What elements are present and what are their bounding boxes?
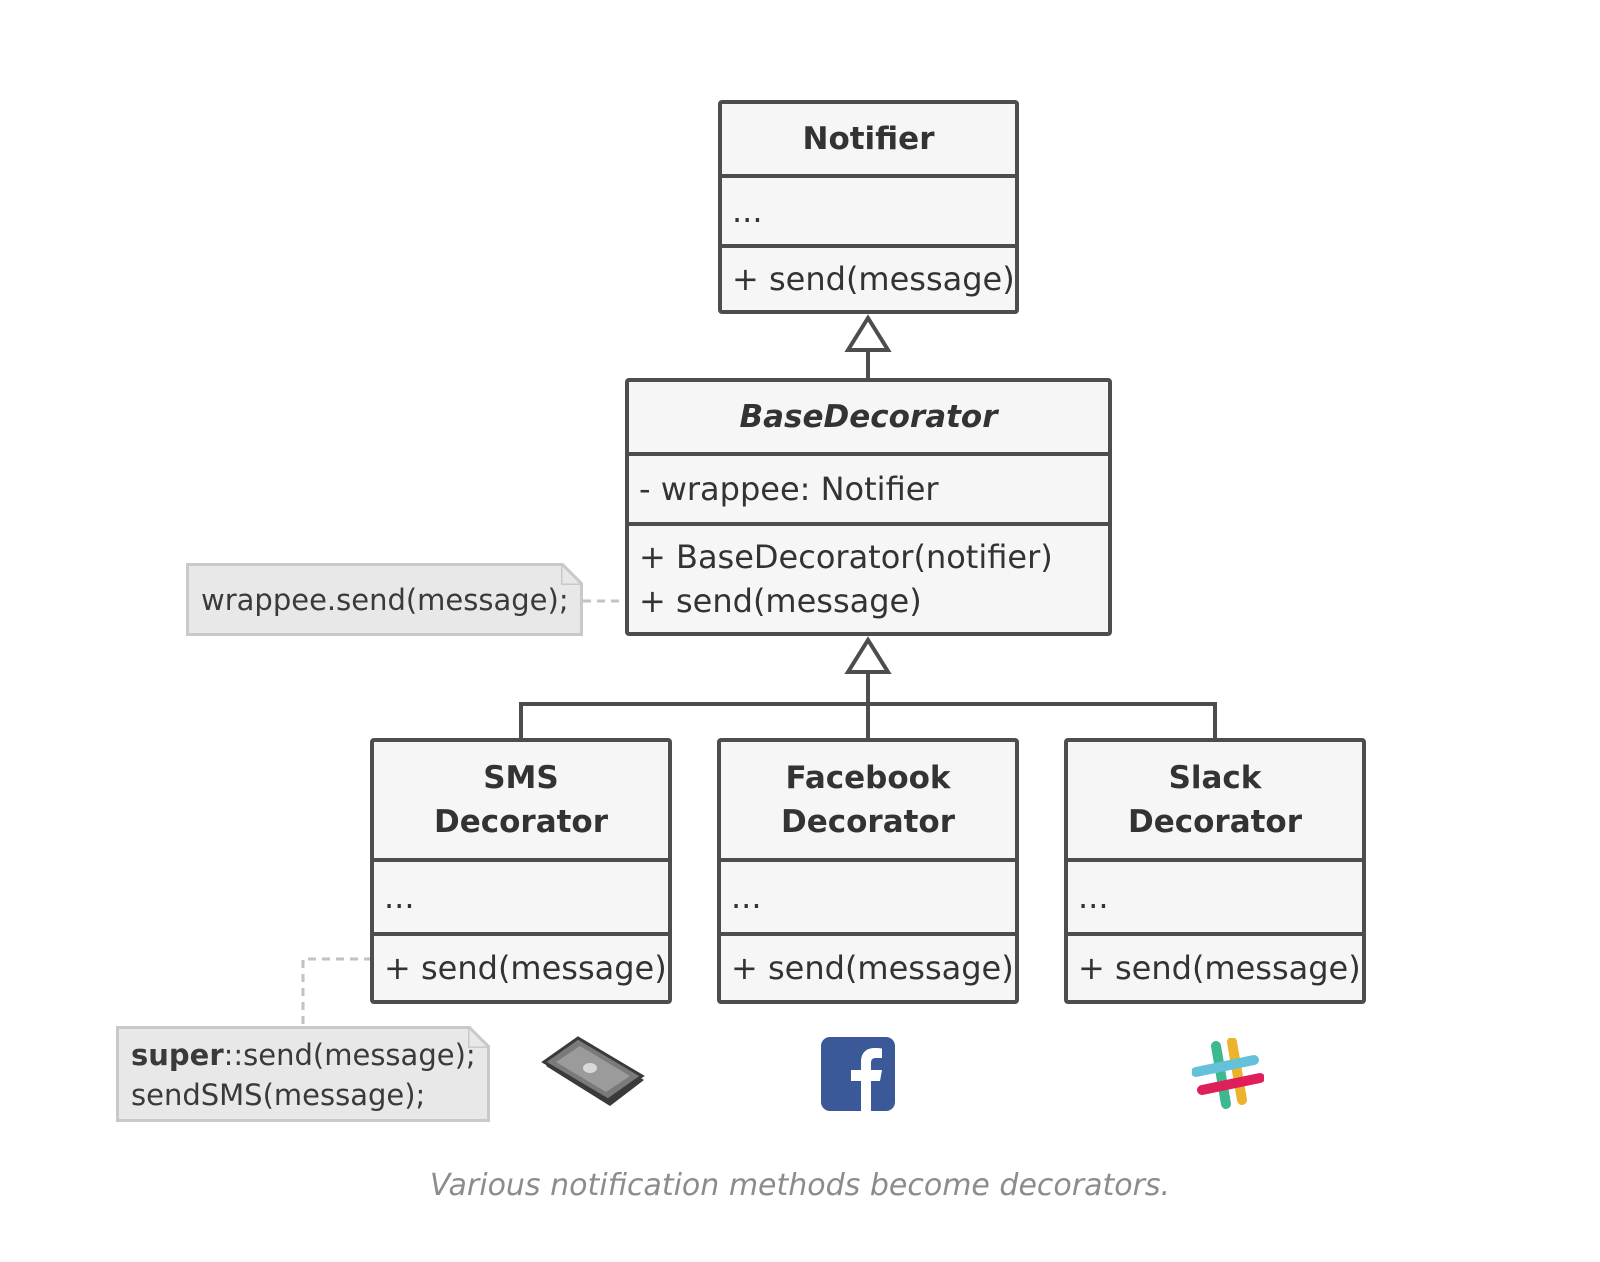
figure-caption: Various notification methods become deco… (429, 1168, 1171, 1203)
note-line: super::send(message); (131, 1035, 476, 1075)
notifier-class-name: Notifier (802, 121, 935, 157)
note-connector-sms (301, 957, 372, 1027)
facebook-decorator-methods: + send(message) (721, 932, 1015, 1000)
class-name-line: SMS (483, 760, 559, 796)
note-fold-icon (561, 563, 583, 585)
note-fold-icon (468, 1026, 490, 1048)
method-row: + send(message) (732, 260, 1015, 298)
class-name-line: Decorator (433, 804, 609, 840)
notifier-methods: + send(message) (722, 244, 1015, 310)
method-row: + send(message) (731, 949, 1014, 987)
facebook-icon (821, 1037, 895, 1111)
slack-decorator-methods: + send(message) (1068, 932, 1362, 1000)
field-row: ... (731, 878, 762, 916)
base-decorator-methods: + BaseDecorator(notifier) + send(message… (629, 522, 1108, 632)
slack-decorator-fields: ... (1068, 858, 1362, 932)
class-name-line: Decorator (1127, 804, 1303, 840)
slack-decorator-class: Slack Decorator ... + send(message) (1064, 738, 1366, 1004)
facebook-decorator-class: Facebook Decorator ... + send(message) (717, 738, 1019, 1004)
field-row: ... (732, 192, 763, 230)
note-base-send: wrappee.send(message); (186, 563, 583, 636)
method-row: + BaseDecorator(notifier) (639, 538, 1053, 576)
method-row: + send(message) (1078, 949, 1361, 987)
inheritance-branch-line (519, 702, 1217, 740)
note-sms-send: super::send(message); sendSMS(message); (116, 1026, 490, 1122)
field-row: ... (384, 878, 415, 916)
phone-icon (541, 1036, 645, 1106)
inheritance-arrow-decorators (844, 636, 892, 674)
facebook-decorator-class-name: Facebook Decorator (721, 742, 1015, 858)
base-decorator-class: BaseDecorator - wrappee: Notifier + Base… (625, 378, 1112, 636)
sms-decorator-class-name: SMS Decorator (374, 742, 668, 858)
class-name-line: Slack (1168, 760, 1262, 796)
method-row: + send(message) (639, 582, 922, 620)
field-row: ... (1078, 878, 1109, 916)
class-name-line: Decorator (780, 804, 956, 840)
sms-decorator-methods: + send(message) (374, 932, 668, 1000)
notifier-class: Notifier ... + send(message) (718, 100, 1019, 314)
method-row: + send(message) (384, 949, 667, 987)
sms-decorator-fields: ... (374, 858, 668, 932)
class-name-line: Facebook (785, 760, 951, 796)
note-text: wrappee.send(message); (201, 583, 569, 617)
facebook-decorator-fields: ... (721, 858, 1015, 932)
note-keyword: super (131, 1038, 224, 1072)
base-decorator-fields: - wrappee: Notifier (629, 452, 1108, 522)
base-decorator-class-name: BaseDecorator (739, 399, 998, 435)
slack-icon (1192, 1038, 1264, 1109)
slack-decorator-class-name: Slack Decorator (1068, 742, 1362, 858)
notifier-fields: ... (722, 174, 1015, 244)
inheritance-arrow-base (844, 314, 892, 352)
sms-decorator-class: SMS Decorator ... + send(message) (370, 738, 672, 1004)
note-text: ::send(message); (223, 1038, 476, 1072)
note-line: sendSMS(message); (131, 1078, 426, 1112)
field-row: - wrappee: Notifier (639, 470, 939, 508)
